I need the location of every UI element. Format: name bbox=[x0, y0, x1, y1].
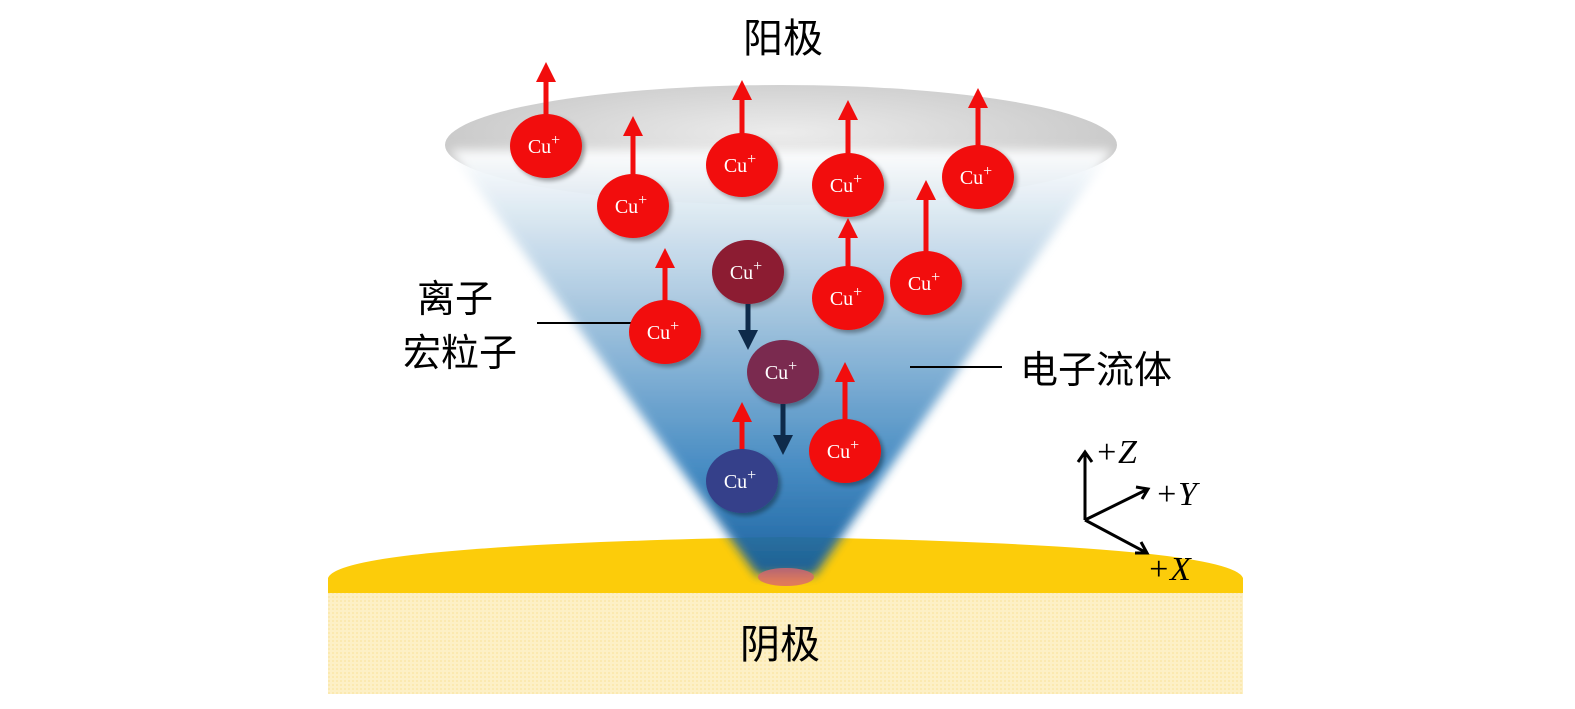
axis-z-label: +Z bbox=[1095, 434, 1138, 471]
cu-ion: Cu+ bbox=[747, 340, 819, 455]
cathode-spot bbox=[758, 568, 814, 586]
arrow-head-icon bbox=[916, 180, 936, 200]
ion-label: Cu+ bbox=[647, 318, 679, 344]
cu-ion: Cu+ bbox=[629, 248, 701, 364]
cu-ion: Cu+ bbox=[809, 362, 881, 483]
arrow-head-icon bbox=[838, 218, 858, 238]
arrow-head-icon bbox=[838, 100, 858, 120]
cathode-base bbox=[328, 590, 1243, 694]
ion-body bbox=[629, 300, 701, 364]
cu-ion: Cu+ bbox=[942, 88, 1014, 209]
arrow-head-icon bbox=[536, 62, 556, 82]
ion-macro-label-1: 离子 bbox=[417, 277, 493, 321]
ion-body bbox=[706, 133, 778, 197]
arrow-head-icon bbox=[623, 116, 643, 136]
ion-macro-label-2: 宏粒子 bbox=[403, 331, 517, 375]
ions-group: Cu+ Cu+ Cu+ Cu+ Cu+ Cu+ Cu+ Cu+ Cu+ Cu+ Cu+ Cu+ bbox=[510, 62, 1014, 513]
ion-body bbox=[712, 240, 784, 304]
ion-label: Cu+ bbox=[528, 132, 560, 158]
cu-ion: Cu+ bbox=[597, 116, 669, 238]
ion-body bbox=[510, 114, 582, 178]
arrow-head-icon bbox=[773, 435, 793, 455]
cathode-label: 阴极 bbox=[740, 622, 820, 668]
arrow-head-icon bbox=[732, 80, 752, 100]
ion-body bbox=[747, 340, 819, 404]
cu-ion: Cu+ bbox=[890, 180, 962, 315]
ion-label: Cu+ bbox=[730, 258, 762, 284]
axis-x-label: +X bbox=[1147, 551, 1192, 588]
cu-ion: Cu+ bbox=[812, 100, 884, 217]
ion-label: Cu+ bbox=[827, 437, 859, 463]
cu-ion: Cu+ bbox=[812, 218, 884, 330]
cu-ion: Cu+ bbox=[706, 402, 778, 513]
ion-body bbox=[597, 174, 669, 238]
ion-body bbox=[812, 153, 884, 217]
arrow-head-icon bbox=[732, 402, 752, 422]
arrow-head-icon bbox=[655, 248, 675, 268]
ion-label: Cu+ bbox=[724, 151, 756, 177]
axis-y-label: +Y bbox=[1155, 476, 1200, 513]
ion-body bbox=[812, 266, 884, 330]
cu-ion: Cu+ bbox=[706, 80, 778, 197]
ion-label: Cu+ bbox=[765, 358, 797, 384]
axes-icon bbox=[1076, 449, 1151, 555]
cu-ion: Cu+ bbox=[510, 62, 582, 178]
ion-body bbox=[942, 145, 1014, 209]
arrow-head-icon bbox=[835, 362, 855, 382]
ion-label: Cu+ bbox=[830, 171, 862, 197]
anode-label: 阳极 bbox=[743, 16, 823, 62]
ion-label: Cu+ bbox=[724, 467, 756, 493]
cu-ion: Cu+ bbox=[712, 240, 784, 350]
arrow-head-icon bbox=[738, 330, 758, 350]
ion-body bbox=[809, 419, 881, 483]
ion-body bbox=[890, 251, 962, 315]
ion-body bbox=[706, 449, 778, 513]
ion-label: Cu+ bbox=[960, 163, 992, 189]
arrow-head-icon bbox=[968, 88, 988, 108]
ion-label: Cu+ bbox=[908, 269, 940, 295]
electron-fluid-label: 电子流体 bbox=[1020, 348, 1172, 392]
ion-label: Cu+ bbox=[615, 192, 647, 218]
ion-label: Cu+ bbox=[830, 284, 862, 310]
